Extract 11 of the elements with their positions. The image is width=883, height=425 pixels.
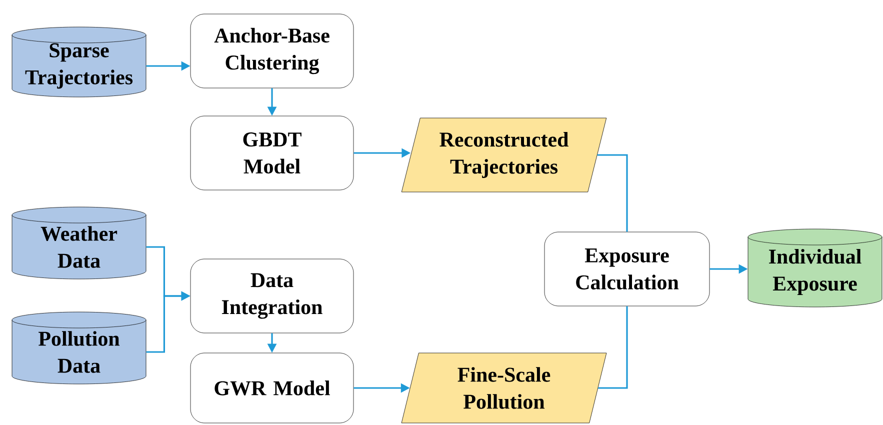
process-box: Exposure Calculation <box>544 232 710 306</box>
process-box: Data Integration <box>190 258 354 334</box>
data-parallelogram: Reconstructed Trajectories <box>401 118 607 192</box>
process-box: GWR Model <box>190 352 354 424</box>
database-cylinder: Individual Exposure <box>748 228 882 308</box>
data-parallelogram: Fine-Scale Pollution <box>401 352 607 424</box>
database-cylinder: Pollution Data <box>12 312 146 384</box>
process-box: GBDT Model <box>190 116 354 190</box>
database-cylinder: Weather Data <box>12 206 146 280</box>
process-box: Anchor-Base Clustering <box>190 14 354 88</box>
database-cylinder: Sparse Trajectories <box>12 26 146 98</box>
